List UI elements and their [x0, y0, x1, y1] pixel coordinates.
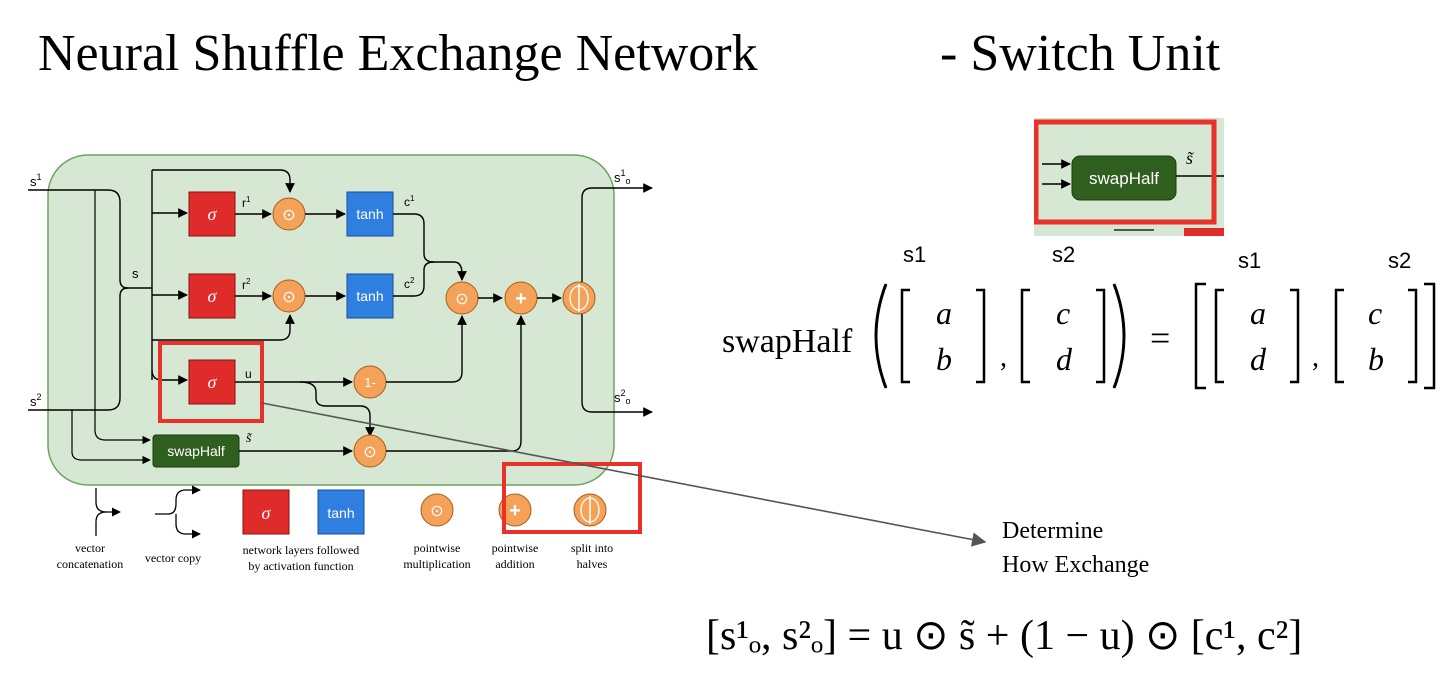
legend-odot-node [420, 493, 454, 527]
svg-text:a: a [936, 295, 952, 331]
svg-text:σ: σ [208, 286, 218, 306]
legend-mult-1: pointwise [414, 541, 461, 555]
input-s2-label: s2 [30, 392, 42, 409]
svg-text:tanh: tanh [356, 206, 383, 222]
label-s2-right: s2 [1388, 248, 1412, 273]
legend-add-2: addition [495, 557, 534, 571]
switch-unit-diagram: s1 s2 s σ r1 σ r2 σ u ⊙ ⊙ tanh c1 tanh c… [28, 154, 653, 573]
page-title: Neural Shuffle Exchange Network [38, 25, 758, 82]
svg-text:swapHalf: swapHalf [1089, 169, 1159, 188]
legend-mult-2: multiplication [403, 557, 470, 571]
svg-text:tanh: tanh [327, 505, 354, 521]
svg-text:a: a [1250, 295, 1266, 331]
annotation-line1: Determine [1002, 518, 1104, 544]
concat-s-label: s [132, 266, 139, 281]
svg-text:σ: σ [208, 204, 218, 224]
svg-text:b: b [1368, 341, 1384, 377]
sigma-box-r1 [188, 191, 236, 237]
label-s1-left: s1 [903, 242, 927, 267]
label-s1-right: s1 [1238, 248, 1262, 273]
inset-swaphalf-box [1071, 155, 1177, 201]
legend-concat-1: vector [75, 541, 105, 555]
output-s1-label: s1o [614, 168, 631, 186]
input-s1-label: s1 [30, 172, 42, 189]
inset-highlight [1034, 119, 1217, 225]
sigma-box-u [188, 359, 236, 405]
output-s2-label: s2o [614, 388, 631, 406]
tanh-box-c1 [346, 191, 394, 237]
c2-label: c2 [404, 276, 415, 291]
inset-s-tilde: s̃ [1186, 148, 1195, 168]
svg-text:c: c [1056, 295, 1070, 331]
svg-text:swapHalf: swapHalf [167, 443, 225, 459]
c1-label: c1 [404, 194, 415, 209]
svg-text:⊙: ⊙ [363, 444, 376, 461]
legend-network-1: network layers followed [243, 543, 360, 557]
svg-text:d: d [1250, 341, 1267, 377]
svg-text:d: d [1056, 341, 1073, 377]
output-formula: [s¹ₒ, s²ₒ] = u ⊙ s̃ + (1 − u) ⊙ [c¹, c²] [706, 613, 1303, 659]
legend-sigma-box [242, 489, 290, 535]
legend-copy: vector copy [145, 551, 201, 565]
svg-text:b: b [936, 341, 952, 377]
legend-split-1: split into [571, 541, 613, 555]
svg-text:,: , [1312, 342, 1319, 373]
legend-plus-node [498, 493, 532, 527]
svg-text:1-: 1- [364, 375, 376, 390]
sigma-box-r2 [188, 273, 236, 319]
s-tilde-label: s̃ [246, 431, 252, 446]
svg-text:tanh: tanh [356, 288, 383, 304]
equation-fn: swapHalf [722, 323, 853, 360]
svg-text:⊙: ⊙ [282, 289, 295, 306]
annotation-line2: How Exchange [1002, 552, 1150, 578]
legend-tanh-box [317, 489, 365, 535]
svg-text:⊙: ⊙ [282, 207, 295, 224]
u-label: u [245, 367, 252, 381]
legend-split-2: halves [577, 557, 608, 571]
svg-text:,: , [1000, 342, 1007, 373]
svg-text:⊙: ⊙ [430, 503, 443, 520]
svg-text:σ: σ [208, 372, 218, 392]
svg-text:+: + [515, 288, 527, 310]
r2-label: r2 [242, 277, 251, 292]
legend-network-2: by activation function [248, 559, 353, 573]
tanh-box-c2 [346, 273, 394, 319]
svg-text:+: + [509, 500, 521, 522]
svg-text:c: c [1368, 295, 1382, 331]
svg-text:⊙: ⊙ [455, 291, 468, 308]
legend-concat-2: concatenation [57, 557, 124, 571]
r1-label: r1 [242, 195, 251, 210]
u-gate-highlight [158, 341, 264, 423]
page-subtitle: - Switch Unit [940, 25, 1221, 82]
legend-add-1: pointwise [492, 541, 539, 555]
swaphalf-equation: swapHalf a b , c d = a d , c b [722, 282, 1436, 390]
svg-text:=: = [1150, 318, 1170, 358]
svg-text:σ: σ [262, 503, 272, 523]
ops-highlight [502, 462, 642, 534]
swaphalf-inset: swapHalf s̃ [1034, 118, 1224, 236]
label-s2-left: s2 [1052, 242, 1076, 267]
